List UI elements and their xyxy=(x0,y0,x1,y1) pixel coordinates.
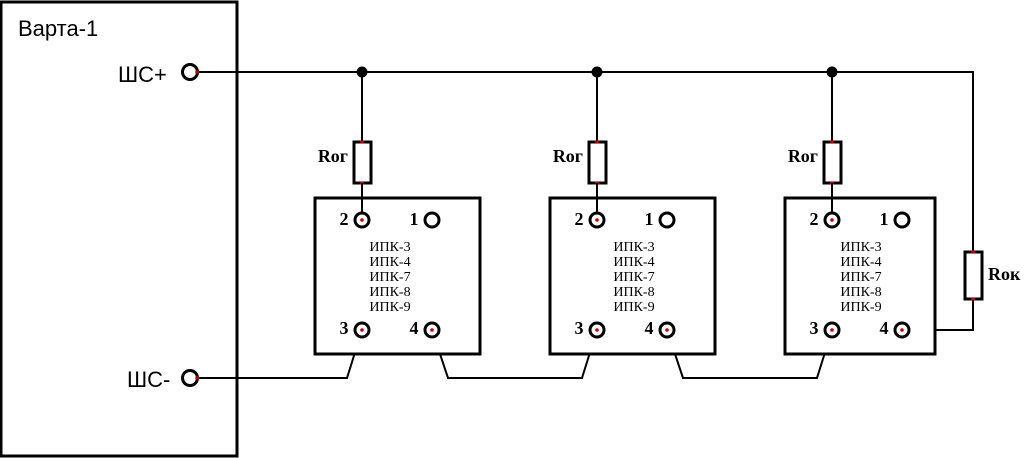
loop-plus-label: ШС+ xyxy=(118,62,167,87)
junction-node-1 xyxy=(356,66,368,78)
pin-1-terminal xyxy=(658,211,676,229)
pin-2-label: 2 xyxy=(810,209,819,229)
pin-1-terminal xyxy=(423,211,441,229)
model-label: ИПК-8 xyxy=(613,285,654,300)
pin-3-label: 3 xyxy=(340,318,349,338)
model-label: ИПК-3 xyxy=(369,240,410,255)
control-panel: Варта-1 ШС+ ШС- xyxy=(0,0,239,458)
pin-4-label: 4 xyxy=(410,318,419,338)
rog-label-1: Rог xyxy=(318,146,348,166)
panel-title: Варта-1 xyxy=(18,16,98,41)
rok-label: Rок xyxy=(988,264,1021,284)
detector-1: Rог 2 1 3 4 ИПК-3 ИПК-4 ИПК-7 ИПК-8 ИПК-… xyxy=(313,140,482,356)
detector-box-2 xyxy=(548,196,717,356)
model-label: ИПК-4 xyxy=(840,255,881,270)
pin-3-label: 3 xyxy=(575,318,584,338)
pin-2-label: 2 xyxy=(340,209,349,229)
model-label: ИПК-9 xyxy=(840,300,881,315)
detector-3: Rог 2 1 3 4 ИПК-3 ИПК-4 ИПК-7 ИПК-8 ИПК-… xyxy=(783,140,937,356)
model-label: ИПК-9 xyxy=(613,300,654,315)
model-label: ИПК-4 xyxy=(613,255,654,270)
panel-terminals xyxy=(181,63,199,387)
detector-box-1 xyxy=(313,196,482,356)
rog-resistor-1 xyxy=(352,140,373,185)
rog-label-2: Rог xyxy=(553,146,583,166)
model-label: ИПК-3 xyxy=(613,240,654,255)
model-label: ИПК-4 xyxy=(369,255,410,270)
junction-node-2 xyxy=(591,66,603,78)
pin-1-label: 1 xyxy=(880,209,889,229)
model-label: ИПК-3 xyxy=(840,240,881,255)
detector-2: Rог 2 1 3 4 ИПК-3 ИПК-4 ИПК-7 ИПК-8 ИПК-… xyxy=(548,140,717,356)
rog-label-3: Rог xyxy=(788,146,818,166)
pin-4-label: 4 xyxy=(645,318,654,338)
pin-1-label: 1 xyxy=(410,209,419,229)
rog-resistor-3 xyxy=(822,140,843,185)
pin-4-label: 4 xyxy=(880,318,889,338)
loop-plus-wiring xyxy=(198,66,974,252)
rok-resistor xyxy=(963,250,984,301)
model-label: ИПК-8 xyxy=(840,285,881,300)
end-of-line-resistor: Rок xyxy=(963,250,1021,301)
junction-node-3 xyxy=(826,66,838,78)
pin-1-label: 1 xyxy=(645,209,654,229)
rog-resistor-2 xyxy=(587,140,608,185)
pin-1-terminal xyxy=(893,211,911,229)
model-label: ИПК-7 xyxy=(369,270,410,285)
pin-2-label: 2 xyxy=(575,209,584,229)
model-label: ИПК-8 xyxy=(369,285,410,300)
model-label: ИПК-7 xyxy=(840,270,881,285)
model-label: ИПК-7 xyxy=(613,270,654,285)
loop-minus-label: ШС- xyxy=(127,367,170,392)
model-label: ИПК-9 xyxy=(369,300,410,315)
pin-3-label: 3 xyxy=(810,318,819,338)
